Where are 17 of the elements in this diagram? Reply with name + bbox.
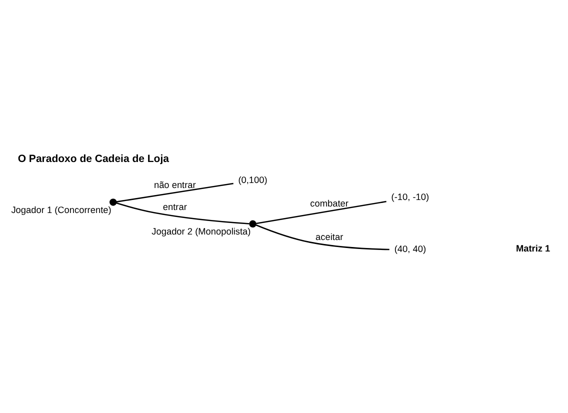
node-label: Jogador 2 (Monopolista) xyxy=(152,226,251,237)
node-text: (-10, -10) xyxy=(391,192,430,202)
node-circle xyxy=(249,220,256,228)
diagram-title: O Paradoxo de Cadeia de Loja xyxy=(18,153,169,166)
edge-label: aceitar xyxy=(316,232,344,242)
edge-label: entrar xyxy=(162,202,187,212)
connector xyxy=(256,200,386,224)
label: Matriz 1 xyxy=(516,243,550,254)
edge-label: combater xyxy=(310,198,348,208)
connector xyxy=(256,224,390,250)
connector xyxy=(116,182,234,202)
node-label: Jogador 1 (Concorrente) xyxy=(11,204,112,215)
node-text: (40, 40) xyxy=(394,244,426,254)
node-text: (0,100) xyxy=(238,174,268,185)
connector xyxy=(116,202,250,224)
edge-label: não entrar xyxy=(154,180,196,190)
node-circle xyxy=(110,198,117,206)
